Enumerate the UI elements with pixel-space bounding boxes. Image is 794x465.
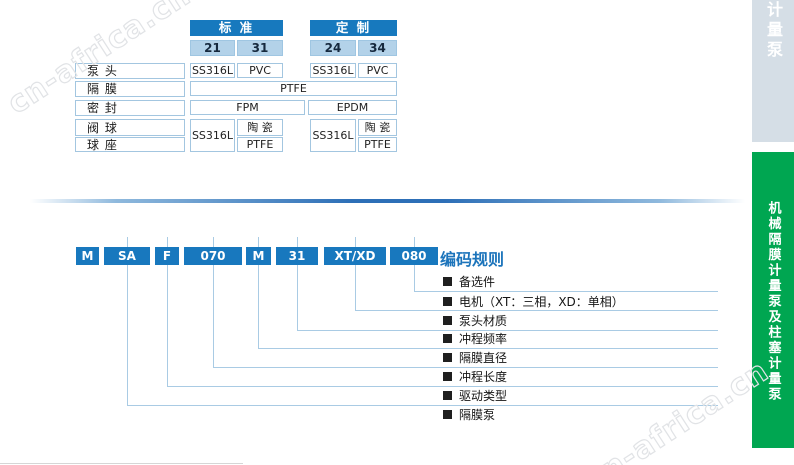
bullet-square-icon	[443, 276, 452, 286]
cell-seal-custom: EPDM	[308, 100, 397, 115]
row-label-seal: 密 封	[75, 100, 185, 116]
cell-ball-standard: SS316L	[190, 119, 235, 152]
connector-line	[258, 237, 259, 348]
column-header-34: 34	[358, 40, 397, 56]
bullet-square-icon	[443, 352, 452, 362]
cell-pump-head-31: PVC	[237, 63, 283, 78]
connector-line	[297, 330, 718, 331]
coding-label-text: 泵头材质	[459, 313, 508, 328]
coding-rules-title: 编码规则	[440, 250, 505, 269]
cell-seat-ceramic-standard: 陶 瓷	[237, 119, 283, 136]
cell-pump-head-24: SS316L	[310, 63, 356, 78]
coding-label-text: 隔膜泵	[459, 407, 496, 422]
coding-label-text: 电机（XT：三相，XD：单相）	[459, 294, 624, 309]
connector-line	[414, 291, 718, 292]
table-header-standard: 标 准	[190, 20, 283, 36]
coding-label-text: 冲程长度	[459, 369, 508, 384]
connector-line	[167, 386, 718, 387]
coding-label-stroke-length: 冲程长度	[443, 369, 508, 384]
code-box-head-material: 31	[276, 247, 318, 265]
connector-line	[127, 405, 718, 406]
connector-line	[258, 348, 718, 349]
coding-label-text: 驱动类型	[459, 388, 508, 403]
column-header-24: 24	[310, 40, 356, 56]
connector-line	[127, 237, 128, 405]
bullet-square-icon	[443, 315, 452, 325]
coding-label-drive-type: 驱动类型	[443, 388, 508, 403]
cell-seal-standard: FPM	[190, 100, 305, 115]
bullet-square-icon	[443, 371, 452, 381]
cell-diaphragm-all: PTFE	[190, 81, 397, 96]
bullet-square-icon	[443, 390, 452, 400]
code-box-drive-type: SA	[104, 247, 150, 265]
row-label-ball-seat: 球 座	[75, 137, 185, 152]
cell-seat-ptfe-custom: PTFE	[358, 137, 397, 152]
coding-label-motor: 电机（XT：三相，XD：单相）	[443, 294, 624, 309]
section-divider	[30, 199, 745, 203]
cell-pump-head-21: SS316L	[190, 63, 235, 78]
connector-line	[355, 237, 356, 310]
sidebar-tab-label: 机械隔膜计量泵及柱塞计量泵	[765, 201, 781, 403]
row-label-valve-ball: 阀 球	[75, 119, 185, 136]
watermark-bottom-right: cn-africa.cn	[579, 353, 776, 465]
code-box-stroke-length: F	[155, 247, 179, 265]
coding-label-diaphragm-pump: 隔膜泵	[443, 407, 496, 422]
code-box-stroke-frequency: M	[246, 247, 271, 265]
coding-label-text: 冲程频率	[459, 331, 508, 346]
connector-line	[355, 310, 718, 311]
connector-line	[167, 237, 168, 386]
cell-ball-custom: SS316L	[310, 119, 356, 152]
coding-label-diaphragm-diameter: 隔膜直径	[443, 350, 508, 365]
code-box-motor: XT/XD	[324, 247, 386, 265]
bullet-square-icon	[443, 296, 452, 306]
code-box-diaphragm-diameter: 070	[184, 247, 242, 265]
coding-label-head-material: 泵头材质	[443, 313, 508, 328]
code-box-options: 080	[390, 247, 438, 265]
bullet-square-icon	[443, 409, 452, 419]
coding-label-text: 备选件	[459, 274, 496, 289]
code-box-pump-type: M	[76, 247, 99, 265]
connector-line	[213, 367, 718, 368]
row-label-diaphragm: 隔 膜	[75, 81, 185, 97]
cell-pump-head-34: PVC	[358, 63, 397, 78]
coding-label-text: 隔膜直径	[459, 350, 508, 365]
column-header-21: 21	[190, 40, 235, 56]
cell-seat-ptfe-standard: PTFE	[237, 137, 283, 152]
bottom-rule	[0, 463, 243, 464]
sidebar-tab-label: 计量泵	[764, 1, 783, 61]
cell-seat-ceramic-custom: 陶 瓷	[358, 119, 397, 136]
connector-line	[213, 237, 214, 367]
sidebar-tab-mechanical-diaphragm-pump[interactable]: 机械隔膜计量泵及柱塞计量泵	[752, 152, 794, 448]
row-label-pump-head: 泵 头	[75, 63, 185, 79]
sidebar-tab-metering-pump[interactable]: 计量泵	[752, 0, 794, 142]
column-header-31: 31	[237, 40, 283, 56]
coding-label-options: 备选件	[443, 274, 496, 289]
table-header-custom: 定 制	[310, 20, 397, 36]
bullet-square-icon	[443, 333, 452, 343]
connector-line	[297, 237, 298, 330]
coding-label-stroke-frequency: 冲程频率	[443, 331, 508, 346]
